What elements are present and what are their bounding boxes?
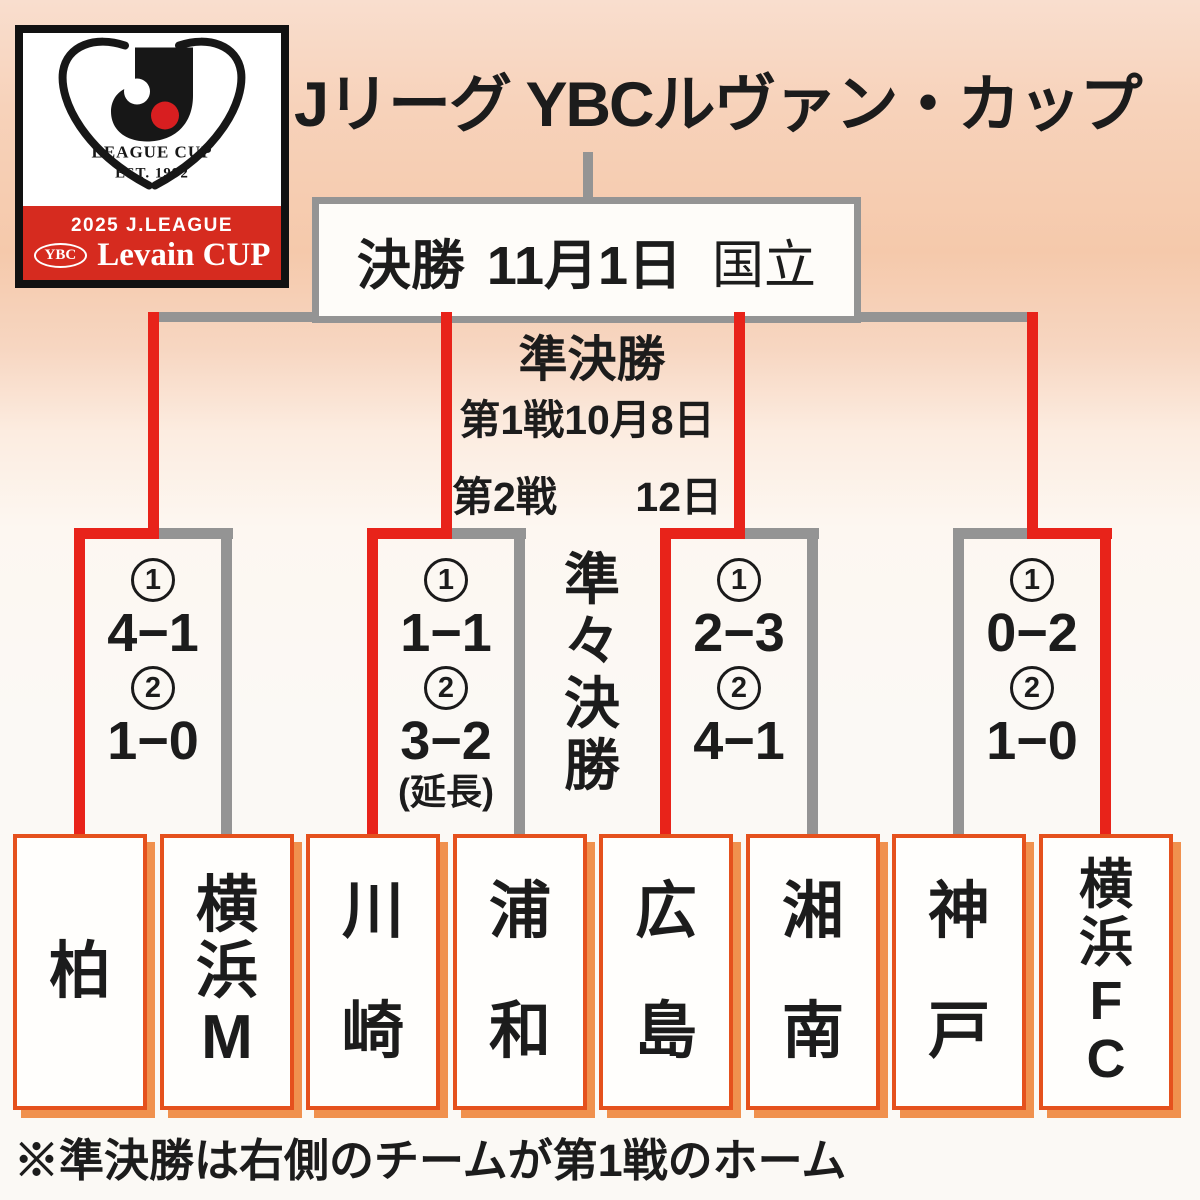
footnote: ※準決勝は右側のチームが第1戦のホーム [14, 1135, 847, 1186]
team-box-kobe: 神戸 [892, 834, 1026, 1110]
logo-league-cup-text: LEAGUE CUP [92, 143, 213, 162]
final-box: 決勝 11月1日 国立 [312, 197, 861, 323]
qf3-leg1-score: 2−3 [693, 603, 785, 663]
logo-est-text: EST. 1992 [115, 166, 189, 182]
levain-banner: 2025 J.LEAGUE YBC Levain CUP [23, 206, 281, 280]
leg2-marker: 2 [717, 666, 761, 710]
leg2-marker: 2 [131, 666, 175, 710]
trophy-left-handle [58, 37, 153, 190]
team-line-yokohama-fc [1100, 528, 1111, 834]
qf2-scores: 1 1−1 2 3−2 (延長) [361, 558, 531, 814]
team-line-urawa [514, 528, 525, 834]
team-name: 広島 [634, 877, 697, 1066]
team-box-shonan: 湘南 [746, 834, 880, 1110]
qf4-leg2-score: 1−0 [986, 711, 1078, 771]
ybc-oval-badge: YBC [33, 242, 88, 268]
qf2-leg1-score: 1−1 [400, 603, 492, 663]
team-name: 神戸 [927, 877, 990, 1066]
j-mark-red-dot [151, 101, 179, 130]
winner-path-qf4 [1027, 312, 1038, 539]
qf4-leg1-score: 0−2 [986, 603, 1078, 663]
qf4-scores: 1 0−2 2 1−0 [947, 558, 1117, 772]
quarterfinal-label: 準々決勝 [564, 548, 620, 797]
final-date: 11月1日 [486, 235, 683, 296]
team-line-yokohama-m [221, 528, 232, 834]
qf2-left-segment [367, 528, 441, 539]
qf3-scores: 1 2−3 2 4−1 [654, 558, 824, 772]
j-mark-white-dot [124, 78, 150, 105]
leg1-marker: 1 [131, 558, 175, 602]
final-venue: 国立 [712, 236, 817, 295]
qf1-leg2-score: 1−0 [107, 711, 199, 771]
qf2-right-segment [452, 528, 526, 539]
sf-leg1-label: 第1戦 [459, 397, 565, 443]
leg1-marker: 1 [717, 558, 761, 602]
sf-leg2-label: 第2戦 [452, 474, 557, 520]
semifinal-label: 準決勝 [518, 333, 666, 387]
banner-year: 2025 J.LEAGUE [70, 214, 234, 236]
sf-leg2-date: 12日 [635, 474, 722, 520]
team-box-kashiwa: 柏 [13, 834, 147, 1110]
winner-path-qf3 [734, 312, 745, 539]
sf-left-bar [148, 312, 318, 322]
team-box-urawa: 浦和 [453, 834, 587, 1110]
qf1-leg1-score: 4−1 [107, 603, 199, 663]
team-name: 湘南 [781, 877, 844, 1066]
sf-leg1-date: 10月8日 [564, 397, 715, 443]
team-line-kawasaki [367, 528, 378, 834]
team-name: 柏 [48, 937, 111, 1006]
team-line-hiroshima [660, 528, 671, 834]
team-box-hiroshima: 広島 [599, 834, 733, 1110]
qf3-left-segment [660, 528, 734, 539]
extra-time-note: (延長) [398, 771, 494, 812]
levain-cup-wordmark: Levain CUP [97, 236, 271, 273]
page-title: Jリーグ YBCルヴァン・カップ [294, 70, 1143, 140]
winner-path-qf1 [148, 312, 159, 539]
team-box-kawasaki: 川崎 [306, 834, 440, 1110]
qf2-leg2-score: 3−2 [400, 711, 492, 771]
team-name: 川崎 [341, 877, 404, 1066]
qf4-left-segment [953, 528, 1027, 539]
champion-connector-line [583, 152, 593, 198]
leg1-marker: 1 [1010, 558, 1054, 602]
qf3-leg2-score: 4−1 [693, 711, 785, 771]
leg1-marker: 1 [424, 558, 468, 602]
trophy-right-handle [151, 37, 246, 190]
semifinal-dates: 第1戦10月8日 第2戦 12日 [452, 386, 722, 523]
leg2-marker: 2 [424, 666, 468, 710]
team-line-shonan [807, 528, 818, 834]
final-label: 決勝 [356, 235, 465, 296]
winner-path-qf2 [441, 312, 452, 539]
team-line-kashiwa [74, 528, 85, 834]
qf1-left-segment [74, 528, 148, 539]
j-mark [111, 47, 193, 142]
levain-cup-logo: LEAGUE CUP EST. 1992 2025 J.LEAGUE YBC L… [15, 25, 289, 288]
qf1-right-segment [159, 528, 233, 539]
trophy-icon: LEAGUE CUP EST. 1992 [58, 37, 246, 190]
leg2-marker: 2 [1010, 666, 1054, 710]
sf-right-bar [854, 312, 1038, 322]
qf1-scores: 1 4−1 2 1−0 [68, 558, 238, 772]
team-line-kobe [953, 528, 964, 834]
team-name: 浦和 [488, 877, 551, 1066]
qf3-right-segment [745, 528, 819, 539]
qf4-right-segment [1038, 528, 1112, 539]
